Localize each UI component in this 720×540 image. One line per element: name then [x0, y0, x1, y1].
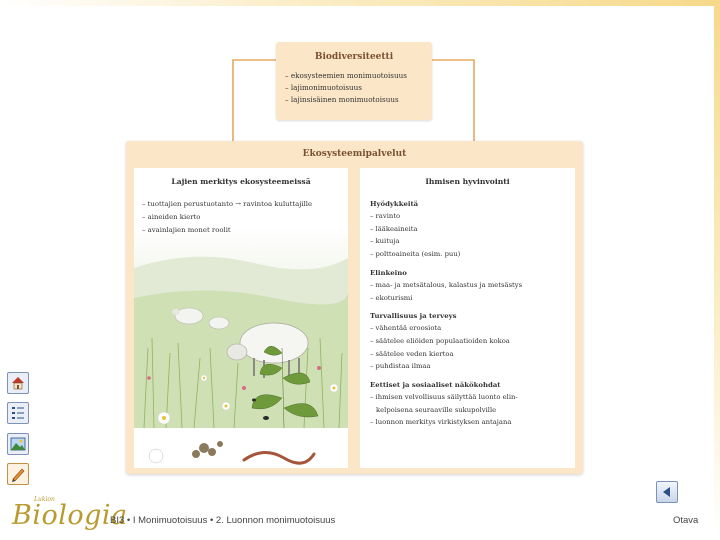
biodiversity-list: – ekosysteemien monimuotoisuus – lajimon…: [285, 70, 432, 106]
wellbeing-panel-title: Ihmisen hyvinvointi: [425, 177, 510, 186]
list-item: – ravinto: [370, 212, 401, 220]
list-item: – luonnon merkitys virkistyksen antajana: [370, 418, 512, 427]
human-wellbeing-panel: Ihmisen hyvinvointi Hyödykkeitä – ravint…: [360, 168, 575, 468]
list-item: – polttoaineita (esim. puu): [370, 250, 461, 259]
biologia-logo: Lukion Biologia: [12, 496, 128, 531]
biodiversity-item: – ekosysteemien monimuotoisuus: [285, 71, 407, 80]
ethics-section: Eettiset ja sosiaaliset näkökohdat – ihm…: [370, 379, 575, 429]
list-item: – säätelee veden kiertoa: [370, 349, 454, 358]
logo-subtitle: Lukion: [34, 496, 55, 503]
ethics-list: – ihmisen velvollisuus säilyttää luonto …: [370, 391, 575, 429]
list-item: – ihmisen velvollisuus säilyttää luonto …: [370, 393, 518, 402]
list-item: – kuituja: [370, 237, 400, 246]
biodiversity-title: Biodiversiteetti: [314, 52, 394, 62]
list-icon[interactable]: [7, 402, 29, 424]
home-icon[interactable]: [7, 372, 29, 394]
section-heading: Turvallisuus ja terveys: [370, 312, 457, 321]
species-item: – tuottajien perustuotanto → ravintoa ku…: [142, 200, 313, 208]
list-item: – ekoturismi: [370, 293, 413, 302]
list-item: – vähentää eroosiota: [370, 324, 442, 333]
biodiversity-item: – lajinsisäinen monimuotoisuus: [285, 95, 399, 104]
section-heading: Hyödykkeitä: [370, 200, 419, 208]
list-item: – maa- ja metsätalous, kalastus ja metsä…: [370, 280, 523, 289]
pencil-icon[interactable]: [7, 463, 29, 485]
back-arrow-icon: [663, 487, 670, 497]
species-importance-panel: Lajien merkitys ekosysteemeissä – tuotta…: [134, 168, 348, 468]
list-item: – puhdistaa ilmaa: [370, 362, 431, 371]
safety-list: – vähentää eroosiota – säätelee eliöiden…: [370, 322, 575, 373]
ecosystem-services-title: Ekosysteemipalvelut: [302, 149, 407, 159]
livelihood-section: Elinkeino – maa- ja metsätalous, kalastu…: [370, 267, 575, 304]
safety-health-section: Turvallisuus ja terveys – vähentää eroos…: [370, 310, 575, 373]
logo-title: Biologia: [12, 500, 128, 531]
list-item: kelpoisena seuraaville sukupolville: [376, 405, 497, 414]
species-item: – aineiden kierto: [142, 213, 201, 221]
breadcrumb: BI3 • I Monimuotoisuus • 2. Luonnon moni…: [110, 515, 336, 526]
frame-top-border: [0, 0, 720, 6]
goods-section: Hyödykkeitä – ravinto – lääkeaineita – k…: [370, 198, 575, 261]
biodiversity-item: – lajimonimuotoisuus: [285, 83, 362, 92]
livelihood-list: – maa- ja metsätalous, kalastus ja metsä…: [370, 279, 575, 304]
species-list: – tuottajien perustuotanto → ravintoa ku…: [142, 198, 348, 237]
ecosystem-services-box: Ekosysteemipalvelut Lajien merkitys ekos…: [126, 141, 583, 474]
frame-right-border: [714, 0, 720, 540]
list-item: – lääkeaineita: [370, 224, 418, 233]
species-item: – avainlajien monet roolit: [142, 226, 231, 234]
section-heading: Elinkeino: [370, 268, 407, 277]
back-arrow-button[interactable]: [656, 481, 678, 503]
section-heading: Eettiset ja sosiaaliset näkökohdat: [370, 381, 501, 390]
publisher-name: Otava: [673, 515, 699, 526]
species-panel-title: Lajien merkitys ekosysteemeissä: [171, 177, 311, 186]
list-item: – säätelee eliöiden populaatioiden kokoa: [370, 336, 510, 345]
biodiversity-box: Biodiversiteetti – ekosysteemien monimuo…: [276, 42, 432, 120]
goods-list: – ravinto – lääkeaineita – kuituja – pol…: [370, 210, 575, 261]
image-icon[interactable]: [7, 433, 29, 455]
meadow-illustration: [134, 228, 348, 465]
